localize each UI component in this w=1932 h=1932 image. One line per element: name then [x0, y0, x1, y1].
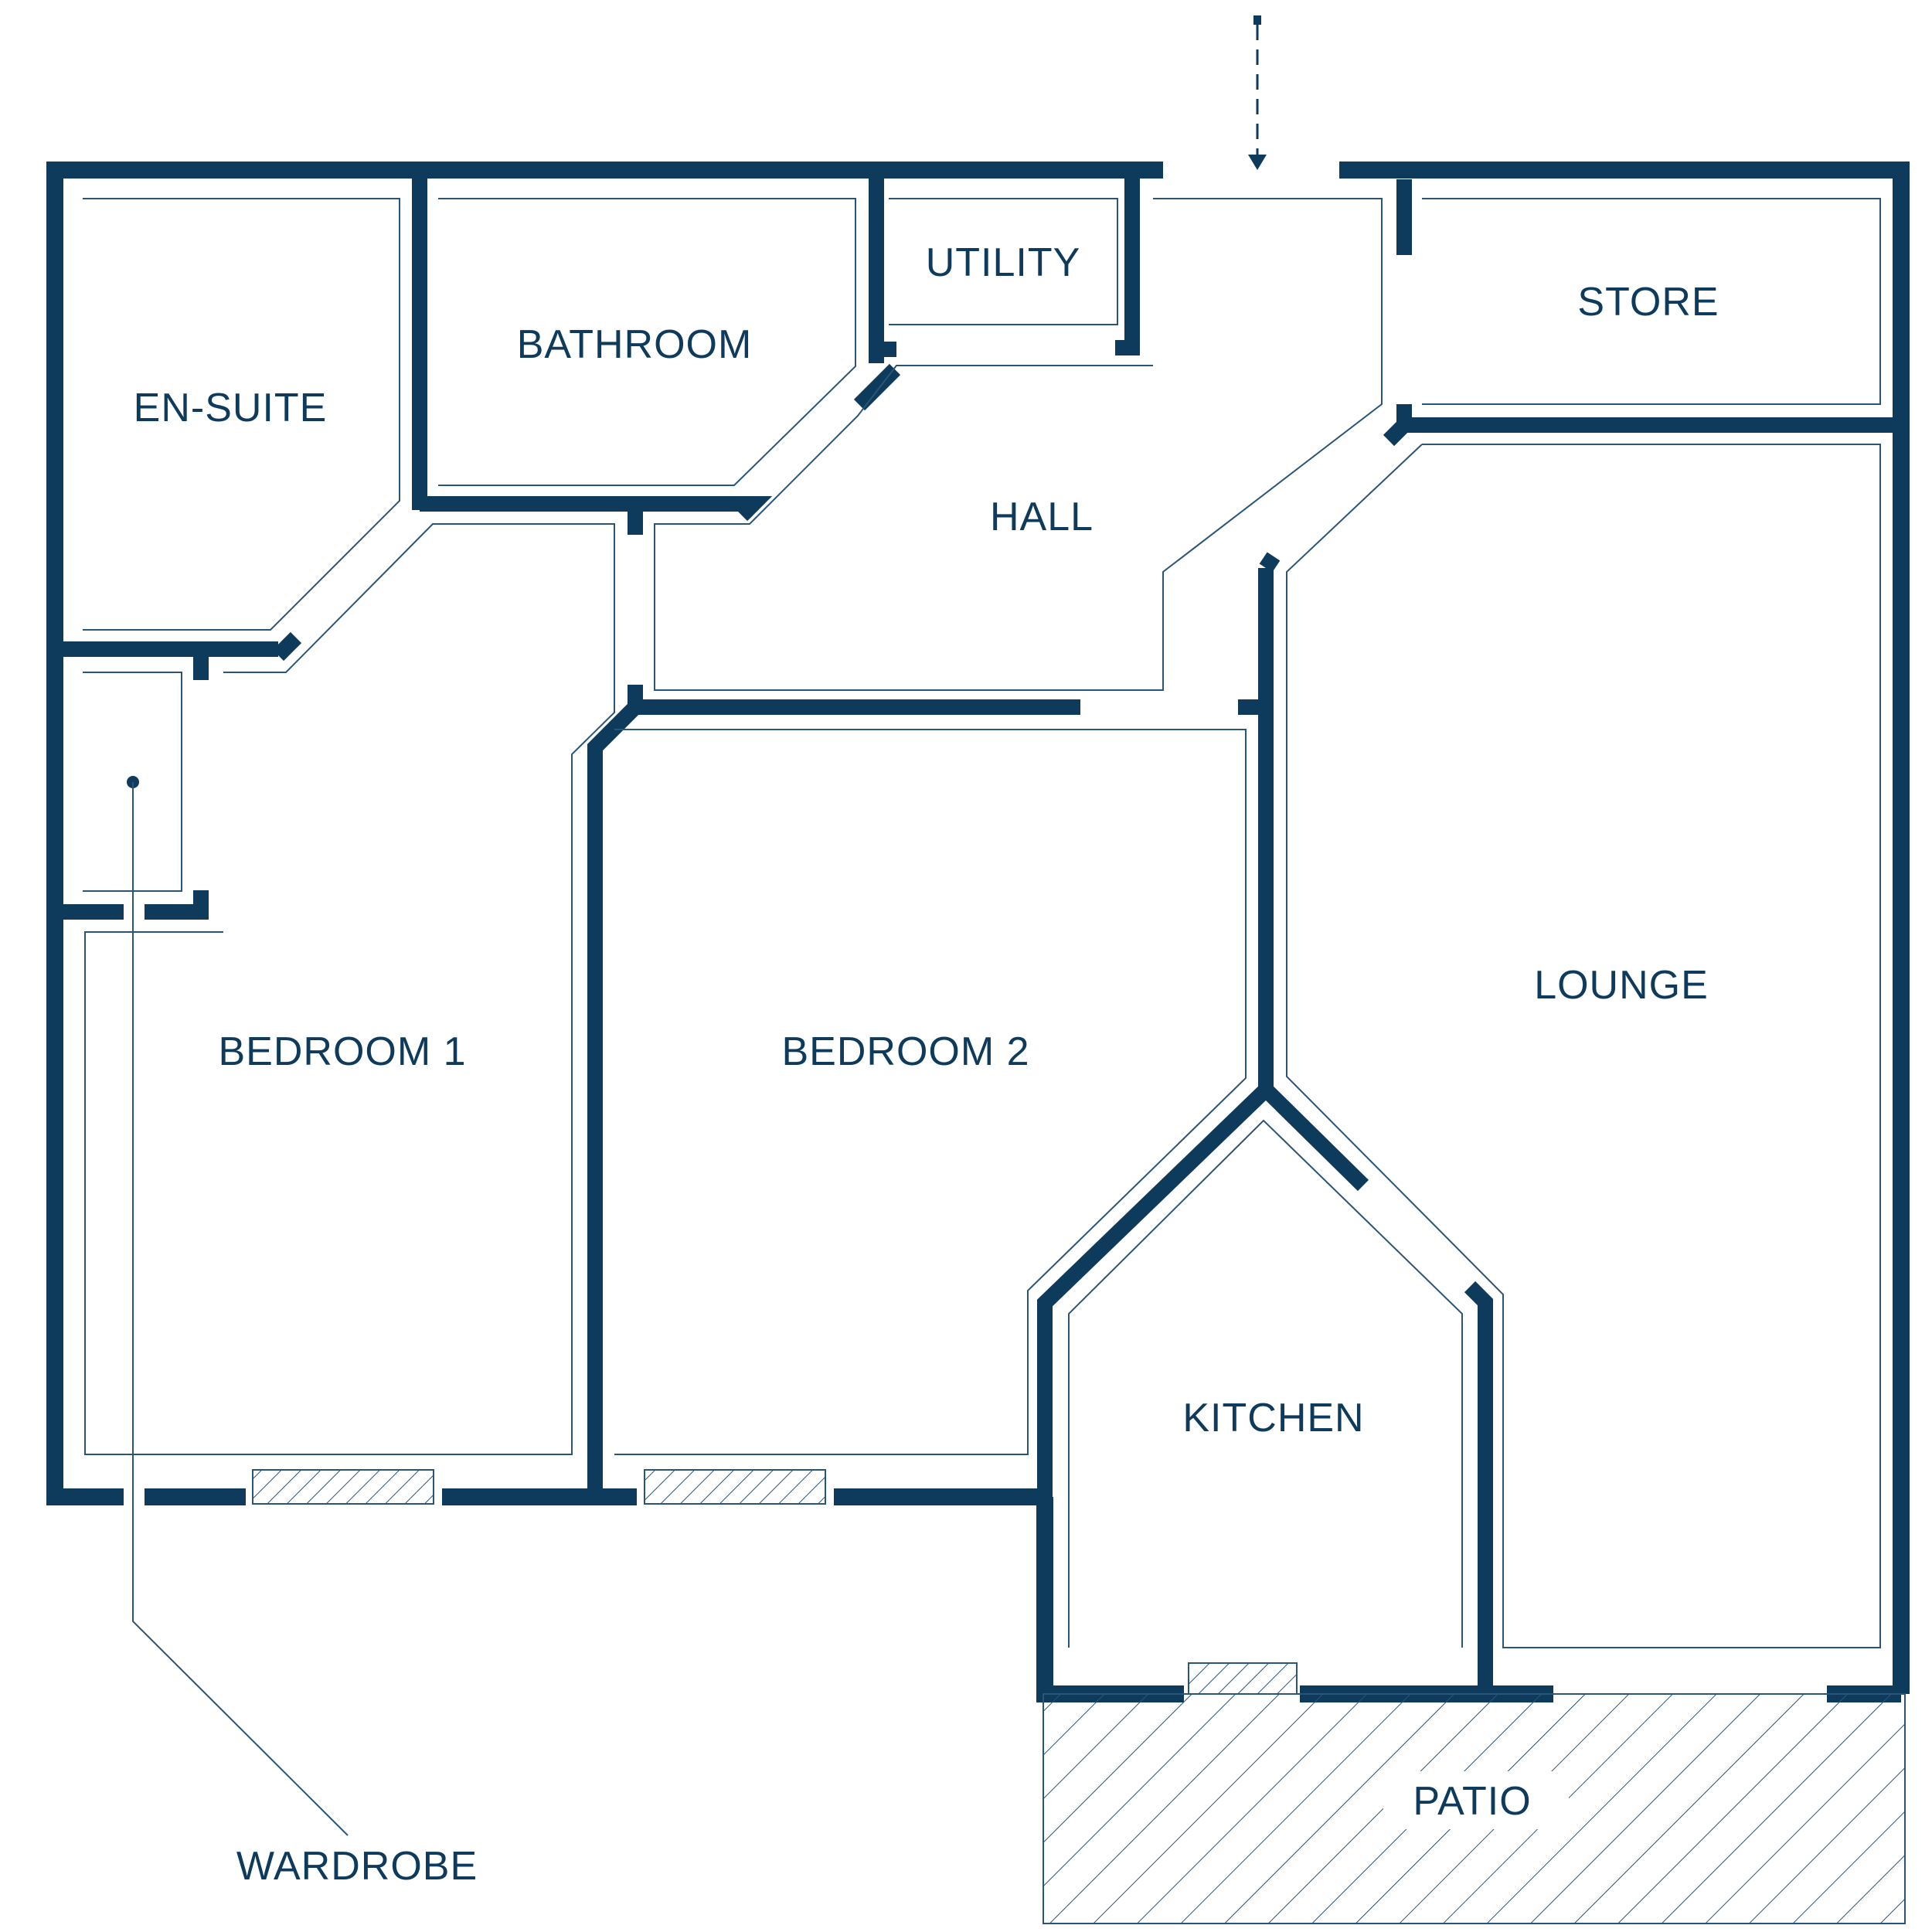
outer-walls — [46, 162, 1910, 1702]
wall-lining — [83, 198, 1881, 1648]
room-label-hall: HALL — [990, 495, 1094, 539]
wardrobe-leader — [127, 776, 349, 1836]
room-label-en-suite: EN-SUITE — [134, 386, 328, 430]
room-label-store: STORE — [1577, 280, 1719, 325]
interior-walls — [63, 178, 1893, 1694]
room-label-kitchen: KITCHEN — [1182, 1396, 1364, 1440]
room-label-patio: PATIO — [1413, 1779, 1531, 1824]
window-bedroom-1 — [252, 1469, 434, 1505]
window-bedroom-2 — [644, 1469, 826, 1505]
entrance-arrow-icon — [1248, 15, 1267, 170]
windows — [252, 1469, 1298, 1695]
window-kitchen — [1188, 1662, 1298, 1695]
room-label-bedroom-2: BEDROOM 2 — [781, 1029, 1029, 1074]
room-label-bathroom: BATHROOM — [517, 322, 753, 367]
room-label-wardrobe: WARDROBE — [236, 1844, 478, 1889]
room-label-lounge: LOUNGE — [1534, 963, 1709, 1008]
room-label-bedroom-1: BEDROOM 1 — [218, 1029, 466, 1074]
room-label-utility: UTILITY — [926, 240, 1081, 285]
patio-area — [1043, 1693, 1906, 1924]
